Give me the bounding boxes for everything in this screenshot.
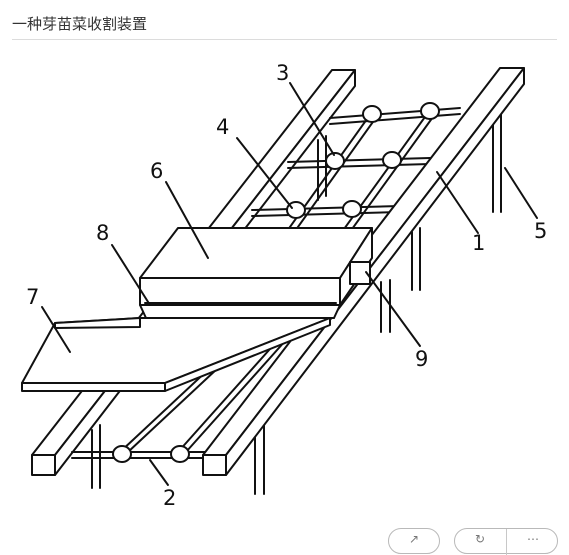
tray-lip [54, 317, 141, 329]
leader-line-5 [504, 167, 538, 219]
callout-8: 8 [96, 221, 109, 245]
cross-rod [251, 211, 401, 217]
right-rail-side [202, 454, 227, 476]
leader-line-7 [41, 306, 71, 353]
toolbar-divider [506, 529, 507, 555]
tray-side [164, 317, 331, 392]
callout-2: 2 [163, 486, 176, 510]
device-diagram: 1 2 3 4 5 6 7 8 9 [21, 61, 547, 510]
leader-line-2 [149, 459, 169, 486]
leader-line-3 [289, 82, 335, 156]
cross-rod [251, 205, 401, 211]
roller [382, 151, 402, 169]
cross-rod [287, 157, 431, 163]
left-rail-side [31, 454, 56, 476]
blade [139, 304, 341, 319]
toolbar-pill: ↻ ⋯ [454, 528, 558, 555]
tray-front [21, 382, 166, 392]
belt-strip [177, 339, 279, 453]
cutter-housing-front [139, 277, 341, 306]
refresh-icon[interactable]: ↻ [475, 532, 486, 546]
callout-7: 7 [26, 285, 39, 309]
roller [362, 105, 382, 123]
callout-3: 3 [276, 61, 289, 85]
leader-line-6 [165, 181, 209, 259]
callout-6: 6 [150, 159, 163, 183]
callout-5: 5 [534, 219, 547, 243]
roller [420, 102, 440, 120]
leader-line-8 [111, 244, 151, 306]
roller [342, 200, 362, 218]
leader-line-4 [236, 137, 293, 209]
cross-rod [287, 163, 431, 169]
page-title: 一种芽苗菜收割装置 [12, 15, 148, 33]
right-rail-front [225, 67, 525, 476]
leader-line-9 [365, 271, 421, 347]
page-header: 一种芽苗菜收割装置 [12, 0, 557, 40]
roller [112, 445, 132, 463]
roller [325, 152, 345, 170]
belt-strip [185, 339, 287, 453]
callout-9: 9 [415, 347, 428, 371]
leader-line-1 [436, 171, 479, 234]
motor-box [349, 261, 371, 285]
callout-1: 1 [472, 231, 485, 255]
more-icon[interactable]: ⋯ [527, 532, 539, 546]
share-icon: ↗ [409, 532, 420, 546]
roller [170, 445, 190, 463]
share-button[interactable]: ↗ [388, 528, 440, 554]
cutter-housing-top [139, 227, 373, 279]
callout-4: 4 [216, 115, 229, 139]
